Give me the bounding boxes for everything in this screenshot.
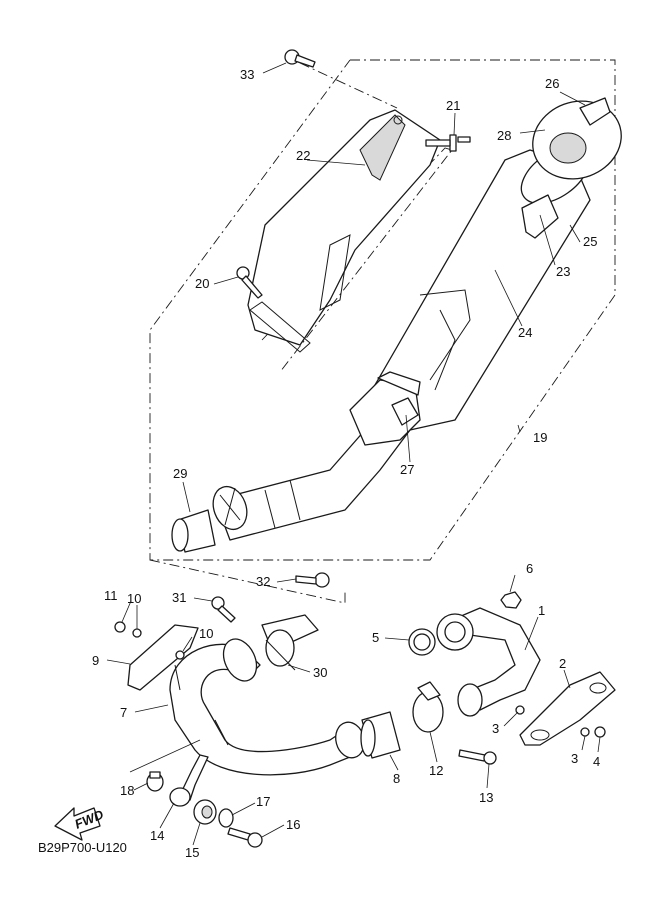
muffler-label-23 <box>521 194 559 239</box>
callouts: 33 21 22 20 26 28 25 23 24 19 27 29 32 3… <box>92 67 600 860</box>
callout-7: 7 <box>120 705 127 720</box>
bracket-14 <box>169 754 209 807</box>
screw-11 <box>114 621 126 633</box>
pipe-label-27 <box>391 397 419 426</box>
washer-3b <box>580 727 590 737</box>
callout-10b: 10 <box>199 626 213 641</box>
callout-27: 27 <box>400 462 414 477</box>
callout-3b: 3 <box>571 751 578 766</box>
nut-6 <box>500 591 522 609</box>
callout-24: 24 <box>518 325 532 340</box>
bolt-33 <box>284 49 316 68</box>
callout-33: 33 <box>240 67 254 82</box>
callout-19: 19 <box>533 430 547 445</box>
callout-3a: 3 <box>492 721 499 736</box>
bolt-18 <box>146 771 164 792</box>
washer-10a <box>132 628 142 638</box>
callout-4: 4 <box>593 754 600 769</box>
bolt-21 <box>425 134 471 152</box>
callout-8: 8 <box>393 771 400 786</box>
callout-18: 18 <box>120 783 134 798</box>
protector-9 <box>127 624 199 691</box>
callout-6: 6 <box>526 561 533 576</box>
callout-13: 13 <box>479 790 493 805</box>
callout-11: 11 <box>104 588 118 603</box>
callout-31: 31 <box>172 590 186 605</box>
callout-20: 20 <box>195 276 209 291</box>
bolt-13 <box>458 749 497 765</box>
callout-9: 9 <box>92 653 99 668</box>
bolt-32 <box>295 572 330 588</box>
washer-10b <box>175 650 185 660</box>
collar-15 <box>193 799 217 825</box>
bolt-31 <box>211 596 236 623</box>
callout-29: 29 <box>173 466 187 481</box>
muffler-end-cap-28 <box>532 97 622 180</box>
washer-17 <box>218 808 234 828</box>
leader-lines <box>106 62 601 846</box>
bolt-16 <box>227 827 263 848</box>
callout-2: 2 <box>559 656 566 671</box>
callout-26: 26 <box>545 76 559 91</box>
exhaust-pipe-7 <box>169 638 365 776</box>
gasket-8 <box>360 711 401 759</box>
callout-10a: 10 <box>127 591 141 606</box>
callout-25: 25 <box>583 234 597 249</box>
callout-30: 30 <box>313 665 327 680</box>
bolt-20 <box>236 266 263 299</box>
callout-16: 16 <box>286 817 300 832</box>
bracket-30 <box>261 614 319 671</box>
callout-32: 32 <box>256 574 270 589</box>
screw-4 <box>594 726 606 738</box>
callout-1: 1 <box>538 603 545 618</box>
gasket-5 <box>408 628 436 656</box>
callout-23: 23 <box>556 264 570 279</box>
protector-2 <box>519 671 616 746</box>
muffler-protector-22 <box>247 109 441 353</box>
callout-17: 17 <box>256 794 270 809</box>
callout-28: 28 <box>497 128 511 143</box>
callout-22: 22 <box>296 148 310 163</box>
muffler-inlet-pipe <box>212 371 421 541</box>
callout-21: 21 <box>446 98 460 113</box>
gasket-29 <box>171 509 216 553</box>
exhaust-pipe-1 <box>436 607 541 717</box>
callout-12: 12 <box>429 763 443 778</box>
callout-15: 15 <box>185 845 199 860</box>
diagram-code: B29P700-U120 <box>38 840 127 855</box>
end-cap-plate-26 <box>579 97 611 126</box>
fwd-arrow-icon: FWD <box>54 807 106 841</box>
callout-5: 5 <box>372 630 379 645</box>
muffler-assembly-boundary <box>149 59 616 604</box>
callout-14: 14 <box>150 828 164 843</box>
clamp-12 <box>412 681 444 733</box>
